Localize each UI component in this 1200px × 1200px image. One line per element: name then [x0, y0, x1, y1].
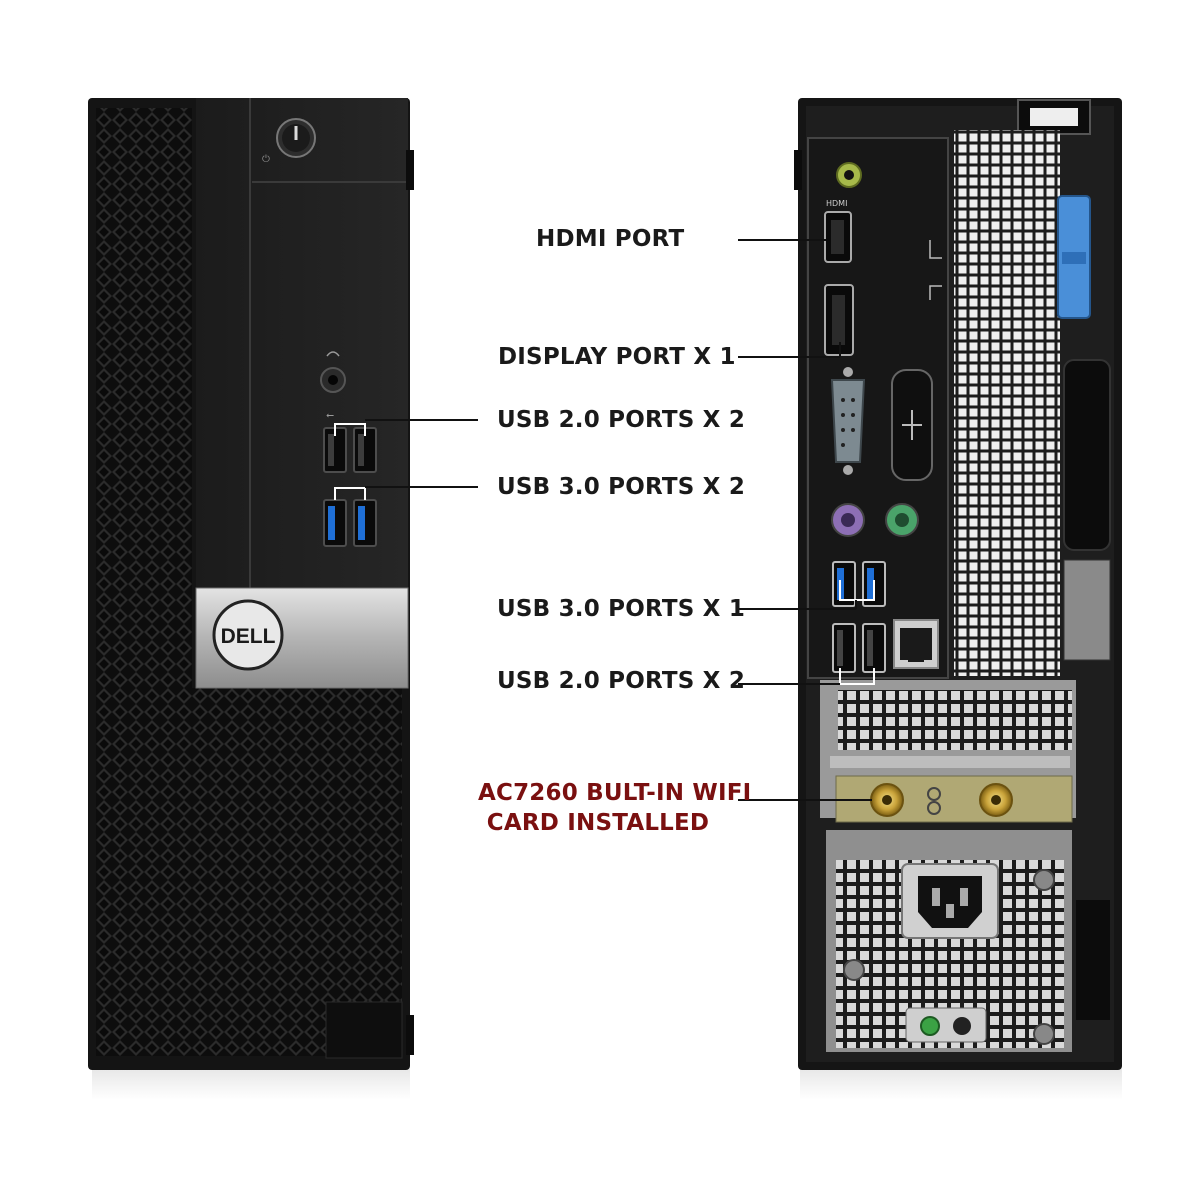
rear-callout-lines — [738, 239, 872, 801]
front-callout-brackets — [334, 423, 366, 500]
callout-rear-usb3: USB 3.0 PORTS X 1 — [497, 596, 746, 622]
dell-logo: DELL — [212, 599, 284, 671]
callout-front-usb2: USB 2.0 PORTS X 2 — [497, 407, 746, 433]
callout-wifi-line1: AC7260 BULT-IN WIFI — [478, 780, 752, 806]
front-tower: ⏻ ⭠ DELL — [88, 98, 478, 1100]
wifi-antenna-icon[interactable] — [870, 783, 904, 817]
callout-wifi-card: AC7260 BULT-IN WIFI CARD INSTALLED — [478, 778, 752, 838]
hdmi-port-icon[interactable]: HDMI — [824, 199, 852, 263]
front-usb2-ports[interactable]: ⭠ — [323, 410, 377, 473]
wifi-antenna-icon[interactable] — [979, 783, 1013, 817]
audio-out-jack[interactable] — [836, 162, 862, 188]
ps2-port-icon[interactable] — [831, 503, 919, 537]
callout-wifi-line2: CARD INSTALLED — [486, 810, 710, 836]
front-grill-lower — [96, 688, 402, 1056]
rear-vent-upper — [954, 130, 1060, 676]
svg-text:⏻: ⏻ — [262, 154, 270, 165]
svg-text:DELL: DELL — [221, 625, 276, 648]
power-button-icon[interactable] — [276, 118, 316, 158]
front-grill-upper — [96, 108, 192, 688]
callout-display-port: DISPLAY PORT X 1 — [498, 344, 736, 370]
rear-tower: HDMI — [738, 98, 1122, 1100]
psu-test-button[interactable] — [905, 1007, 987, 1043]
callout-front-usb3: USB 3.0 PORTS X 2 — [497, 474, 746, 500]
callout-rear-usb2: USB 2.0 PORTS X 2 — [497, 668, 746, 694]
svg-text:⭠: ⭠ — [326, 410, 334, 421]
front-callout-lines — [365, 419, 478, 488]
power-socket-icon[interactable] — [901, 863, 999, 939]
headphone-jack-icon[interactable] — [320, 351, 346, 393]
serial-port-icon[interactable] — [830, 367, 866, 475]
svg-text:HDMI: HDMI — [826, 199, 847, 208]
ethernet-port-icon[interactable] — [893, 619, 939, 669]
wifi-card-bracket — [835, 775, 1073, 823]
callout-hdmi-port: HDMI PORT — [536, 226, 685, 252]
